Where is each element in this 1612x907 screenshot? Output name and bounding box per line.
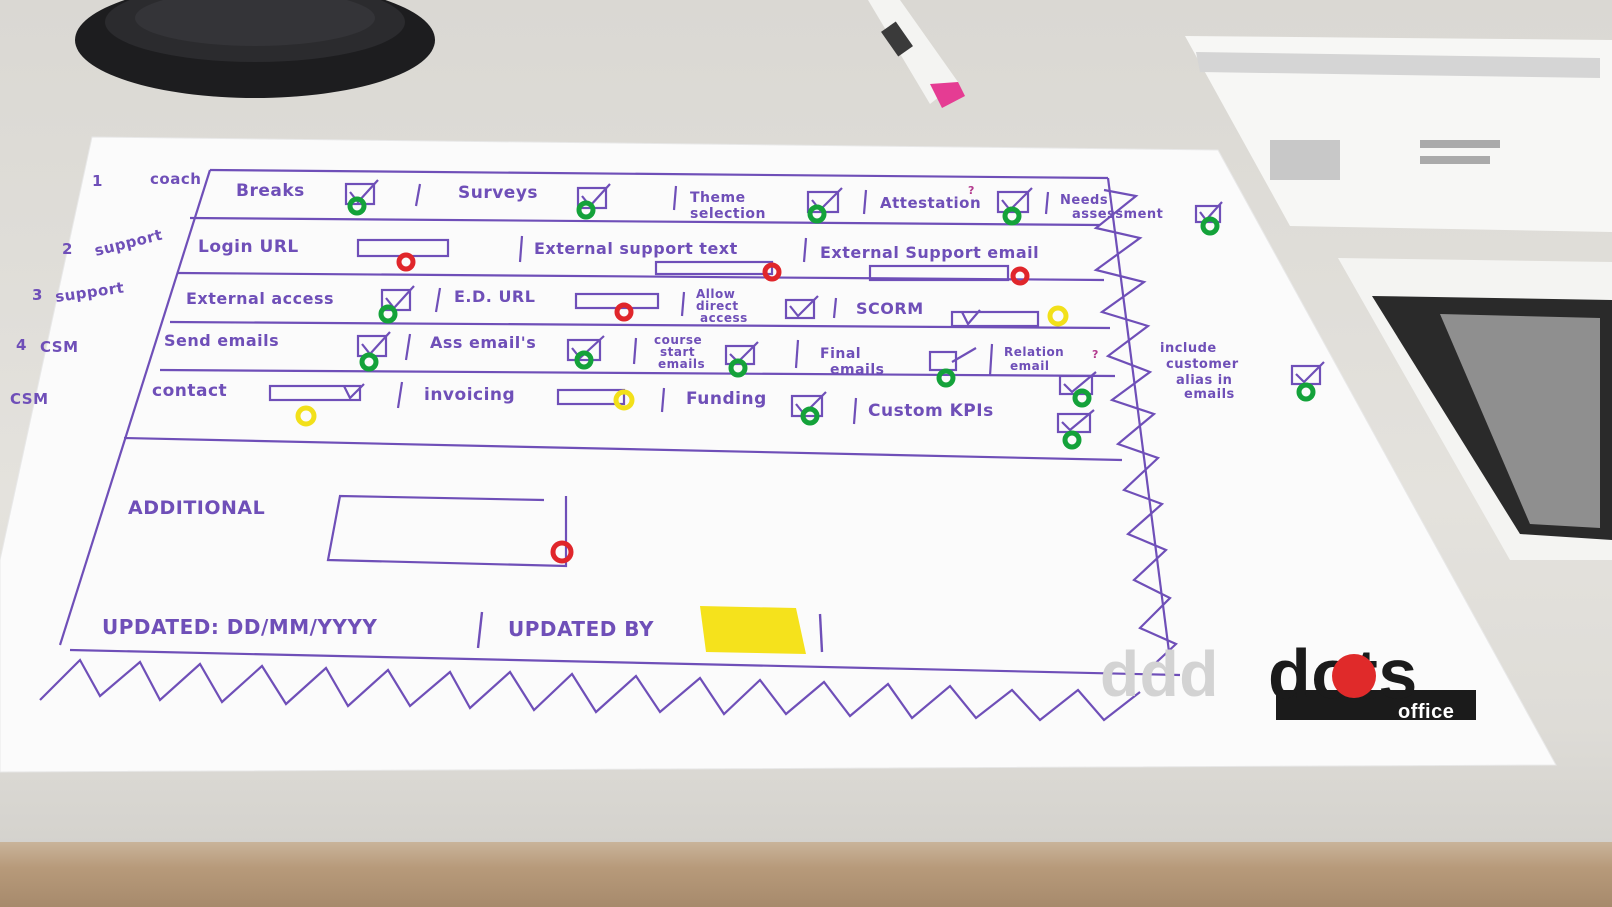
- yellow-dot: [613, 389, 635, 411]
- green-dot: [1296, 382, 1316, 402]
- field-final-2: emails: [830, 362, 884, 378]
- field-send-emails: Send emails: [164, 331, 279, 350]
- field-funding: Funding: [686, 389, 767, 409]
- red-dot: [396, 252, 416, 272]
- field-allow-3: access: [700, 311, 748, 325]
- field-external-access: External access: [186, 289, 334, 308]
- sticky-note: [700, 606, 806, 654]
- green-dot: [800, 406, 820, 426]
- green-dot: [1072, 388, 1092, 408]
- field-custom-kpis: Custom KPIs: [868, 401, 994, 421]
- row-5-fields: contact invoicing Funding Custom KPIs: [152, 381, 994, 421]
- svg-text:ddd: ddd: [1100, 638, 1219, 710]
- field-attestation: Attestation: [880, 194, 981, 212]
- field-ext-support-text: External support text: [534, 239, 738, 258]
- field-ext-support-email: External Support email: [820, 243, 1039, 262]
- row-num: 2: [62, 240, 73, 258]
- field-surveys: Surveys: [458, 183, 538, 203]
- green-dot: [576, 200, 596, 220]
- include-line-3: alias in: [1176, 373, 1232, 388]
- additional-label: ADDITIONAL: [128, 497, 265, 519]
- field-theme-2: selection: [690, 206, 766, 222]
- include-line-4: emails: [1184, 387, 1235, 402]
- dots-office-logo: ddd dots office: [1100, 635, 1476, 723]
- field-login-url: Login URL: [198, 237, 299, 257]
- row-5-controls: [268, 381, 1095, 434]
- question-note: ?: [968, 184, 975, 197]
- row-num: 3: [32, 286, 43, 304]
- field-course-3: emails: [658, 357, 705, 371]
- green-dot: [728, 358, 748, 378]
- updated-by-label: UPDATED BY: [508, 617, 654, 641]
- red-dots: [396, 252, 1030, 564]
- row-3-fields: External access E.D. URL Allow direct ac…: [186, 287, 924, 325]
- field-allow: Allow: [696, 287, 735, 301]
- field-ed-url: E.D. URL: [454, 287, 535, 306]
- field-needs-2: assessment: [1072, 207, 1163, 222]
- printout-top: [1185, 36, 1612, 232]
- printout-bottom: [1338, 258, 1612, 560]
- conference-speaker: [75, 0, 435, 98]
- green-dot: [347, 196, 367, 216]
- field-theme: Theme: [690, 190, 746, 206]
- field-course-2: start: [660, 345, 695, 359]
- green-dot: [574, 350, 594, 370]
- yellow-dots: [295, 305, 1069, 427]
- green-dot: [1062, 430, 1082, 450]
- red-dot: [614, 302, 634, 322]
- field-contact: contact: [152, 381, 227, 401]
- field-breaks: Breaks: [236, 181, 305, 201]
- marker-pen: [868, 0, 965, 108]
- zigzag-bottom: [39, 658, 1141, 722]
- field-course: course: [654, 333, 702, 347]
- field-final: Final: [820, 346, 861, 362]
- include-line-2: customer: [1166, 357, 1239, 372]
- green-dot: [359, 352, 379, 372]
- field-relation: Relation: [1004, 345, 1064, 359]
- paper-sheet: [0, 136, 1557, 773]
- row-1-fields: Breaks Surveys Theme selection Attestati…: [236, 181, 1163, 222]
- row-2-fields: Login URL External support text External…: [198, 237, 1039, 262]
- yellow-dot: [295, 405, 317, 427]
- question-note-2: ?: [1092, 348, 1099, 361]
- row-num: 4: [16, 336, 27, 354]
- green-dot: [936, 368, 956, 388]
- green-dot: [1200, 216, 1220, 236]
- row-4-fields: Send emails Ass email's course start ema…: [164, 331, 1064, 378]
- field-needs: Needs: [1060, 193, 1108, 208]
- row-role: coach: [150, 170, 201, 188]
- desk-edge: [0, 842, 1612, 907]
- updated-label: UPDATED: DD/MM/YYYY: [102, 615, 377, 639]
- zigzag-right: [1093, 188, 1178, 673]
- green-dots: [347, 196, 1316, 450]
- include-alias-note: include customer alias in emails: [1160, 341, 1239, 402]
- row-role: CSM: [40, 338, 79, 356]
- field-relation-2: email: [1010, 359, 1049, 373]
- red-dot: [1010, 266, 1030, 286]
- row-num: 1: [92, 172, 103, 190]
- field-allow-2: direct: [696, 299, 739, 313]
- row-role: CSM: [10, 390, 49, 408]
- include-line-1: include: [1160, 341, 1217, 356]
- red-dot: [762, 262, 782, 282]
- green-dot: [1002, 206, 1022, 226]
- green-dot: [807, 204, 827, 224]
- logo-sub: office: [1398, 701, 1454, 723]
- red-dot: [550, 540, 574, 564]
- yellow-dot: [1047, 305, 1069, 327]
- field-invoicing: invoicing: [424, 385, 515, 405]
- green-dot: [378, 304, 398, 324]
- field-scorm: SCORM: [856, 299, 924, 318]
- table-grid: [58, 168, 1181, 677]
- field-ass-emails: Ass email's: [430, 333, 536, 352]
